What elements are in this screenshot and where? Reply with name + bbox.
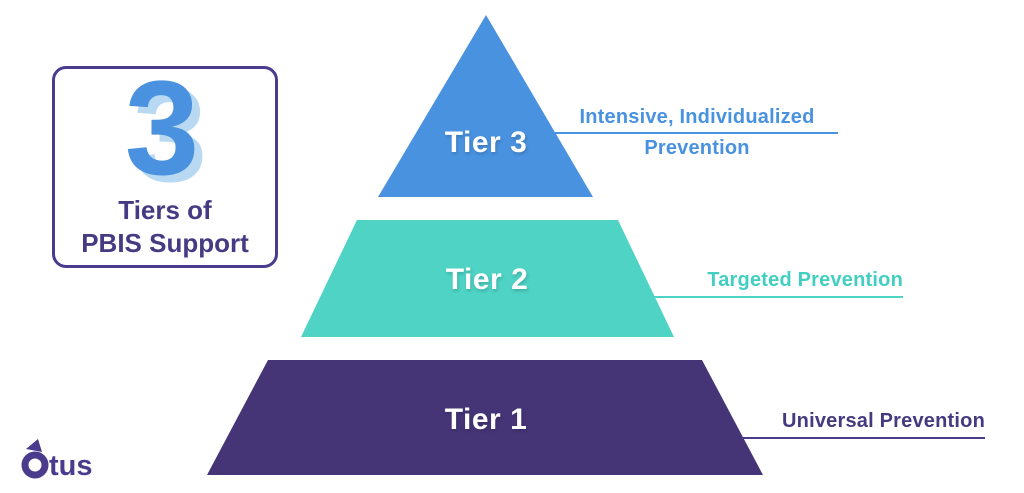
- badge-caption-line-1: Tiers of: [118, 194, 212, 225]
- otus-logo-mark: tus: [21, 439, 93, 482]
- otus-logo: tus: [18, 436, 118, 484]
- tier-3-label: Tier 3: [444, 126, 528, 159]
- otus-o-ring: [21, 451, 49, 479]
- tier-2-annotation: Targeted Prevention: [707, 269, 903, 291]
- tier-3-annotation-line-2: Prevention: [644, 137, 750, 159]
- tier-1-shape: [207, 360, 763, 475]
- tiers-badge: 3 Tiers of PBIS Support: [52, 54, 278, 268]
- tier-1-label: Tier 1: [444, 403, 528, 436]
- tier-1-annotation: Universal Prevention: [782, 410, 985, 432]
- tier-2-shape: [301, 220, 674, 337]
- badge-caption: Tiers of PBIS Support: [81, 194, 249, 260]
- otus-wordmark-text: tus: [49, 450, 93, 482]
- badge-number: 3: [124, 54, 200, 204]
- badge-caption-line-2: PBIS Support: [81, 227, 249, 258]
- tier-3-shape: [378, 15, 593, 197]
- tier-3-annotation-line-1: Intensive, Individualized: [579, 106, 815, 128]
- tier-3-annotation: Intensive, Individualized Prevention: [555, 102, 839, 164]
- otus-wing-icon: [26, 439, 42, 452]
- tier-2-label: Tier 2: [445, 263, 529, 296]
